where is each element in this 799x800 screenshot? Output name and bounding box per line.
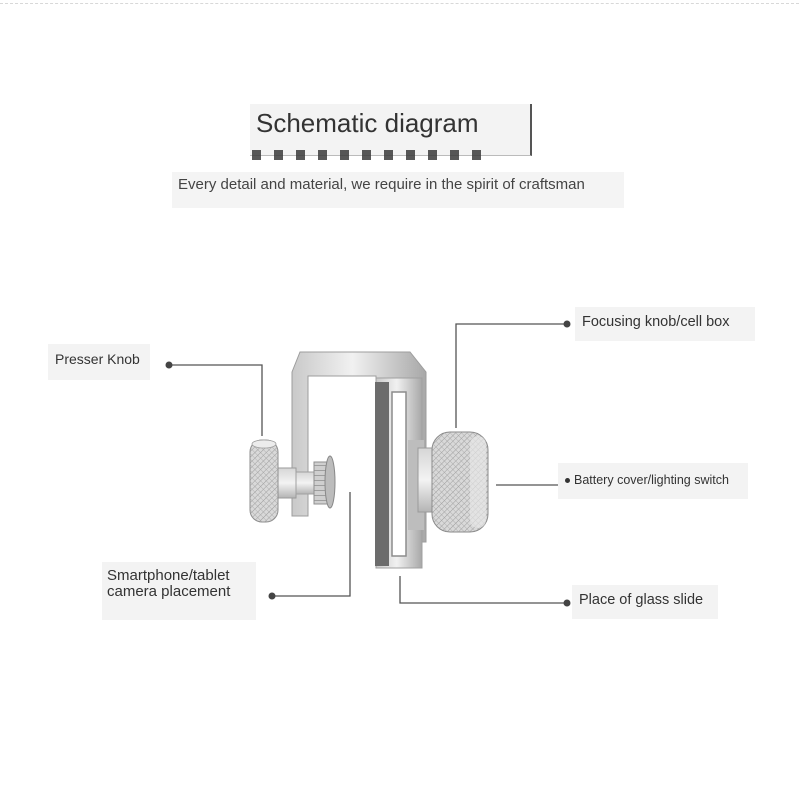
callout-battery-cover: Battery cover/lighting switch — [558, 463, 748, 499]
page-title: Schematic diagram — [256, 108, 479, 138]
focusing-knob-icon — [417, 431, 489, 533]
callout-battery-cover-label: Battery cover/lighting switch — [574, 473, 729, 487]
callout-presser-knob-label: Presser Knob — [55, 351, 140, 367]
callout-camera-placement-label: Smartphone/tablet camera placement — [107, 567, 231, 600]
presser-knob-icon — [249, 439, 279, 523]
dot-focusing-knob — [563, 320, 571, 328]
leader-dots — [165, 320, 571, 607]
callout-focusing-knob-label: Focusing knob/cell box — [582, 314, 730, 330]
leader-presser-knob — [170, 364, 263, 436]
leader-glass-slide — [399, 576, 566, 604]
dot-presser-knob — [165, 361, 173, 369]
presser-screw — [275, 455, 336, 509]
callout-glass-slide-label: Place of glass slide — [579, 592, 704, 608]
bullet-dot-icon — [565, 478, 570, 484]
dot-glass-slide — [563, 599, 571, 607]
clip-frame — [291, 351, 427, 569]
leader-focusing-knob — [455, 323, 566, 428]
slide-pad — [375, 382, 389, 566]
subtitle-box: Every detail and material, we require in… — [172, 172, 624, 208]
callout-glass-slide: Place of glass slide — [572, 585, 718, 619]
callout-camera-placement: Smartphone/tablet camera placement — [102, 562, 256, 620]
callout-focusing-knob: Focusing knob/cell box — [575, 307, 755, 341]
leader-camera-placement — [272, 492, 351, 597]
leader-lines — [170, 323, 566, 604]
top-divider — [0, 3, 799, 4]
page-subtitle: Every detail and material, we require in… — [178, 176, 585, 193]
callout-presser-knob: Presser Knob — [48, 344, 150, 380]
dot-camera-placement — [268, 592, 276, 600]
title-box: Schematic diagram — [250, 104, 532, 156]
glass-slide-slot — [391, 391, 407, 557]
title-underline-decoration — [252, 150, 488, 160]
